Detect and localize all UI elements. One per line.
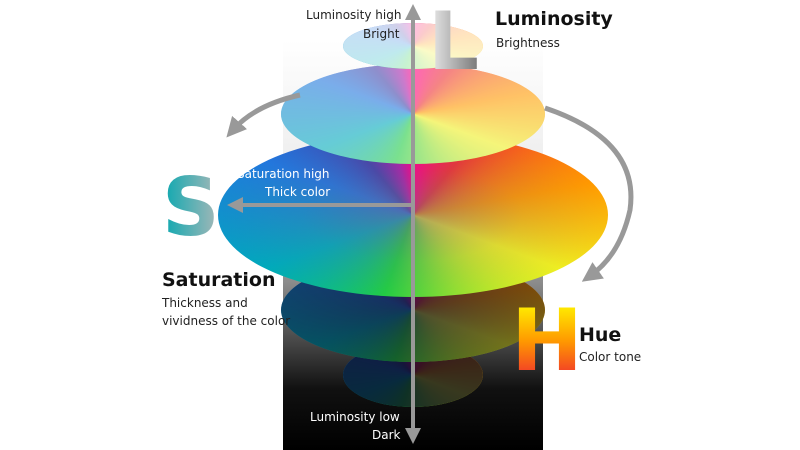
hue-rotation-arrow-right: [544, 105, 634, 282]
luminosity-low-sub: Dark: [372, 428, 401, 442]
hue-subtitle: Color tone: [579, 350, 642, 364]
saturation-axis-arrow: [227, 180, 415, 213]
luminosity-title: Luminosity: [495, 8, 613, 30]
luminosity-letter-icon: L: [428, 0, 479, 88]
saturation-title: Saturation: [162, 269, 276, 291]
hue-title: Hue: [579, 324, 622, 346]
luminosity-high-sub: Bright: [363, 27, 400, 41]
hue-rotation-arrow-left: [226, 92, 301, 138]
saturation-subtitle-line1: Thickness and: [162, 296, 248, 310]
hue-letter-icon: H: [511, 291, 583, 391]
luminosity-low-label: Luminosity low: [310, 410, 400, 424]
saturation-high-label: Saturation high: [237, 167, 330, 181]
saturation-high-sub: Thick color: [265, 185, 331, 199]
saturation-subtitle-line2: vividness of the color: [162, 314, 291, 328]
luminosity-subtitle: Brightness: [496, 36, 560, 50]
saturation-letter-icon: S: [162, 161, 220, 254]
luminosity-high-label: Luminosity high: [306, 8, 402, 22]
